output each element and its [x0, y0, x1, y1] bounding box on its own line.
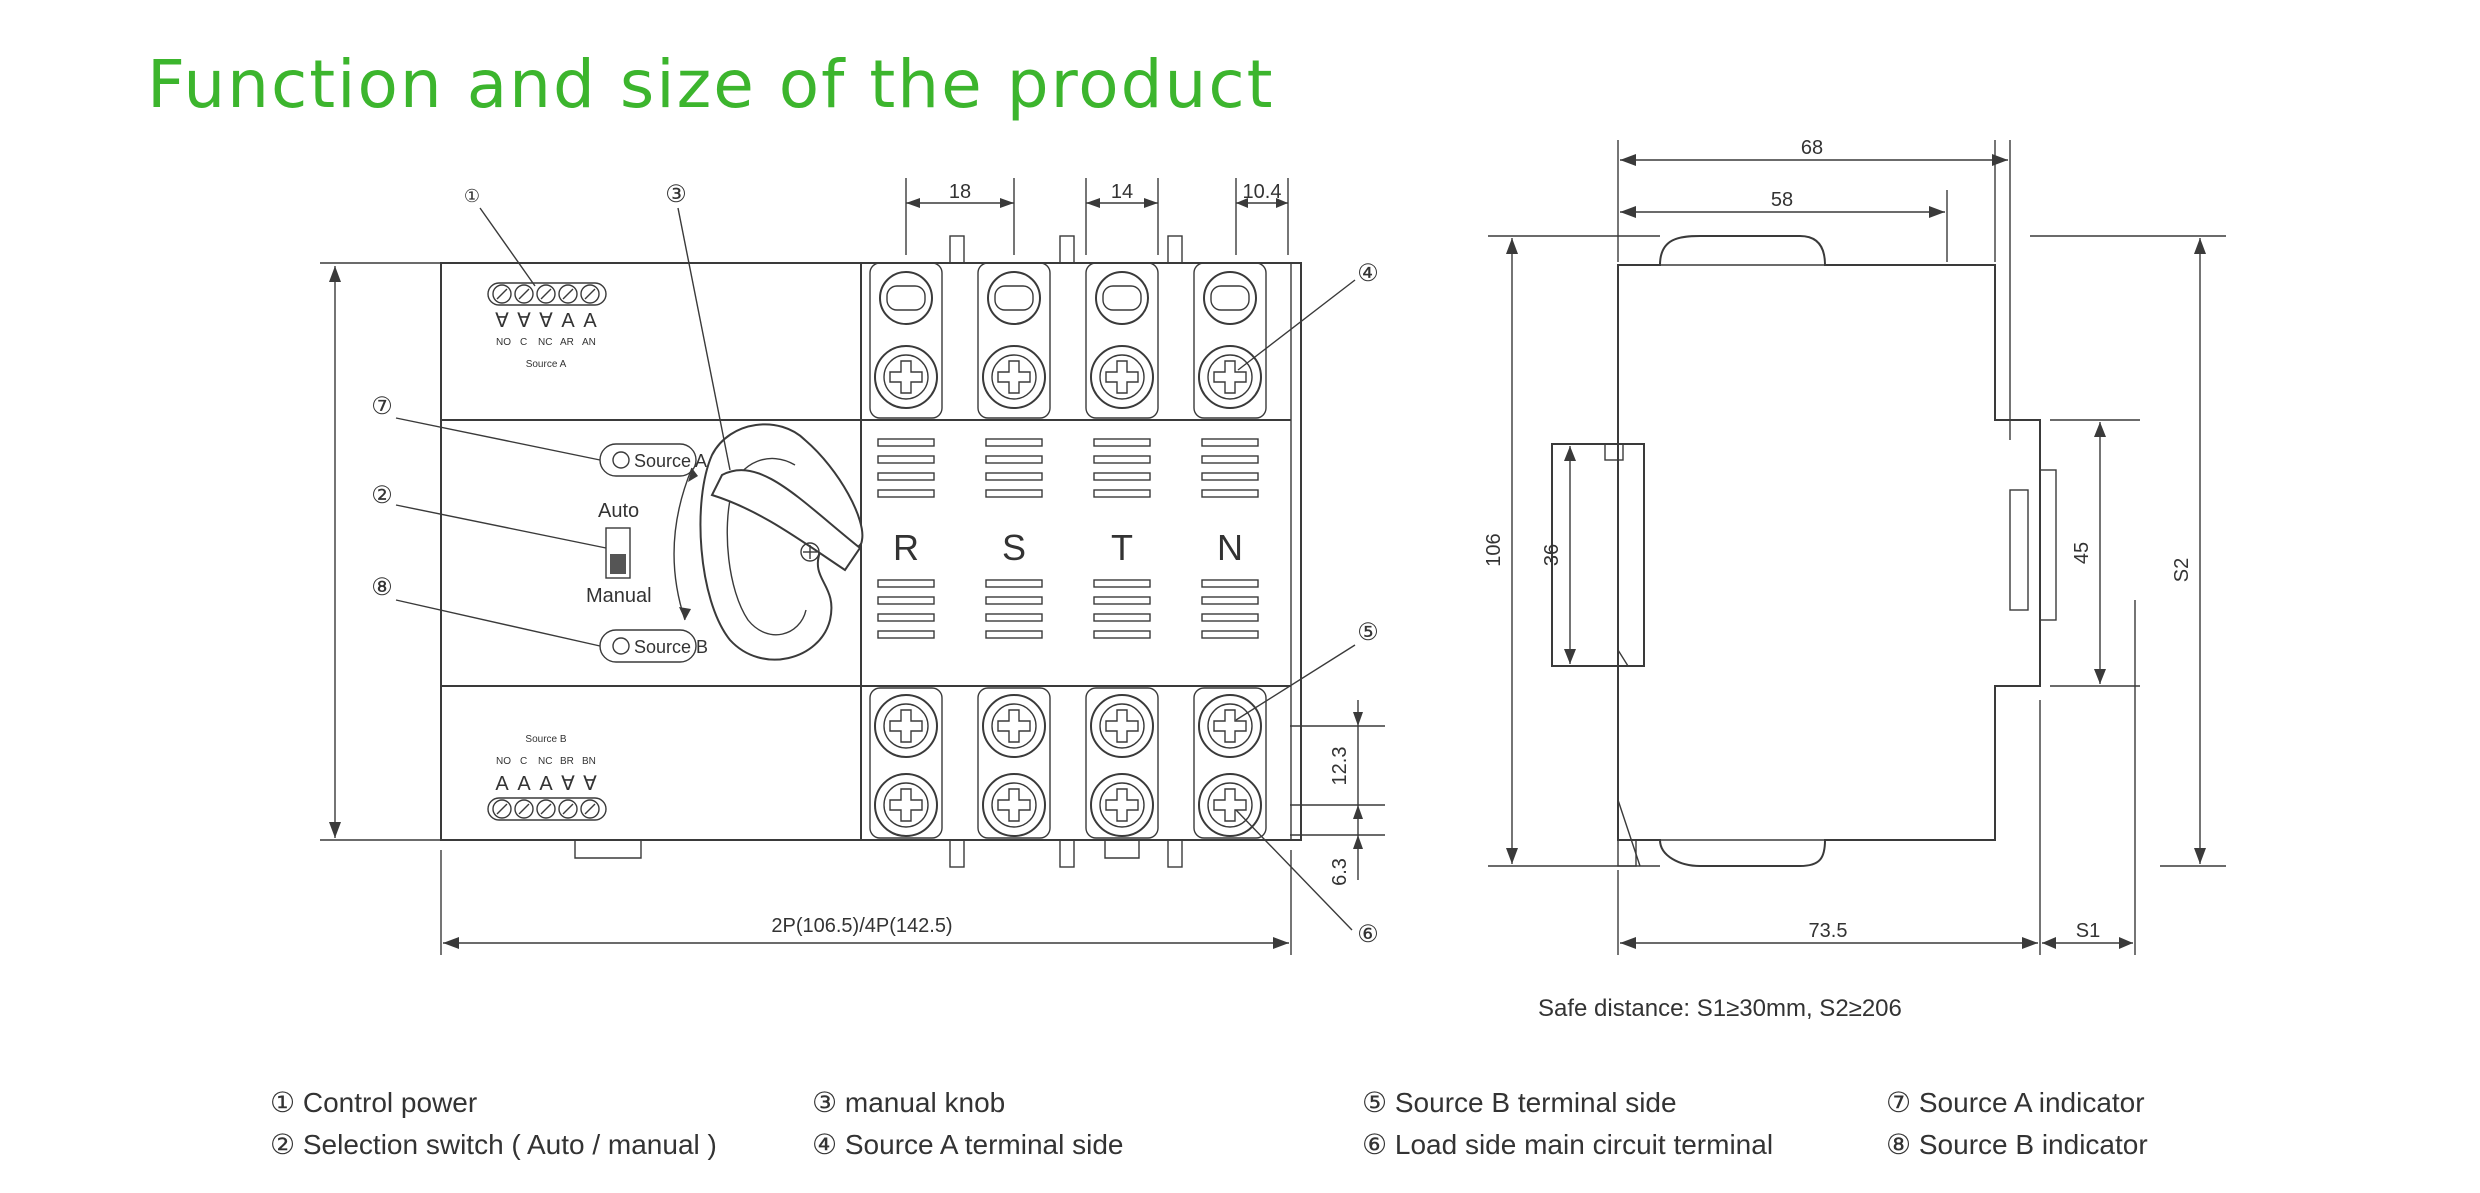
- svg-text:A: A: [495, 773, 509, 795]
- front-view: R S T N ∀: [320, 178, 1385, 955]
- phase-panel: R S T N: [877, 438, 1259, 639]
- svg-text:NC: NC: [538, 337, 552, 348]
- side-housing: [1617, 235, 2041, 867]
- svg-text:A: A: [561, 310, 575, 332]
- svg-text:∀: ∀: [539, 310, 553, 332]
- source-a-block-label: Source A: [526, 359, 567, 370]
- svg-text:A: A: [517, 773, 531, 795]
- svg-text:∀: ∀: [517, 310, 531, 332]
- legend-item-5: ⑤ Source B terminal side: [1362, 1087, 1677, 1118]
- source-a-control-block: ∀ ∀ ∀ A A NO C NC AR AN Source A: [487, 282, 607, 370]
- callout-7: ⑦: [371, 393, 393, 420]
- page-title: Function and size of the product: [147, 46, 1275, 123]
- legend-item-1: ① Control power: [270, 1087, 478, 1118]
- din-rail: [1551, 443, 1645, 667]
- svg-text:BN: BN: [582, 756, 596, 767]
- svg-text:AN: AN: [582, 337, 596, 348]
- callout-5: ⑤: [1357, 619, 1379, 646]
- source-b-indicator-label: Source B: [634, 637, 708, 657]
- svg-text:AR: AR: [560, 337, 574, 348]
- phase-r: R: [893, 527, 919, 568]
- callout-8: ⑧: [371, 574, 393, 601]
- dim-12-3: 12.3: [1329, 747, 1351, 786]
- svg-text:A: A: [539, 773, 553, 795]
- callout-1: ①: [464, 186, 480, 206]
- dim-18: 18: [949, 181, 971, 203]
- manual-knob: [699, 423, 864, 661]
- dim-6-3: 6.3: [1329, 858, 1351, 886]
- svg-text:∀: ∀: [561, 773, 575, 795]
- front-dimensions: 18 14 10.4 12.3 6.3 2P(106.5)/4P(142.5): [320, 178, 1385, 955]
- dim-36: 36: [1541, 544, 1563, 566]
- svg-text:NO: NO: [496, 756, 511, 767]
- front-callouts: ① ③ ④ ⑦ ② ⑧ ⑤ ⑥: [371, 181, 1379, 948]
- callout-4: ④: [1357, 260, 1379, 287]
- legend-item-3: ③ manual knob: [812, 1087, 1006, 1118]
- legend-item-2: ② Selection switch ( Auto / manual ): [270, 1129, 717, 1160]
- dim-106: 106: [1483, 533, 1505, 566]
- dim-45: 45: [2071, 542, 2093, 564]
- source-b-control-block: Source B NO C NC BR BN A A A ∀ ∀: [487, 734, 607, 821]
- front-housing: [440, 262, 1302, 841]
- dim-width: 2P(106.5)/4P(142.5): [771, 915, 952, 937]
- svg-text:∀: ∀: [583, 773, 597, 795]
- top-terminal-bank: [869, 235, 1267, 419]
- dim-14: 14: [1111, 181, 1133, 203]
- legend-item-4: ④ Source A terminal side: [812, 1129, 1124, 1160]
- callout-2: ②: [371, 482, 393, 509]
- selection-switch: [605, 527, 631, 579]
- legend-item-6: ⑥ Load side main circuit terminal: [1362, 1129, 1774, 1160]
- dim-s1: S1: [2076, 920, 2100, 942]
- legend-item-7: ⑦ Source A indicator: [1886, 1087, 2145, 1118]
- dim-10-4: 10.4: [1243, 181, 1282, 203]
- safe-distance-note: Safe distance: S1≥30mm, S2≥206: [1538, 995, 1902, 1022]
- svg-text:NO: NO: [496, 337, 511, 348]
- legend-item-8: ⑧ Source B indicator: [1886, 1129, 2148, 1160]
- svg-text:NC: NC: [538, 756, 552, 767]
- svg-text:C: C: [520, 337, 527, 348]
- phase-n: N: [1217, 527, 1243, 568]
- switch-auto-label: Auto: [598, 500, 639, 522]
- svg-text:A: A: [583, 310, 597, 332]
- dim-73-5: 73.5: [1809, 920, 1848, 942]
- side-dimensions: 68 58 106 36 45 S2: [1483, 137, 2226, 955]
- dim-68: 68: [1801, 137, 1823, 159]
- callout-6: ⑥: [1357, 921, 1379, 948]
- phase-t: T: [1111, 527, 1133, 568]
- svg-text:∀: ∀: [495, 310, 509, 332]
- svg-text:BR: BR: [560, 756, 574, 767]
- dim-s2: S2: [2171, 558, 2193, 582]
- phase-s: S: [1002, 527, 1026, 568]
- dim-58: 58: [1771, 189, 1793, 211]
- source-a-indicator-label: Source A: [634, 451, 707, 471]
- source-b-block-label: Source B: [525, 734, 566, 745]
- switch-manual-label: Manual: [586, 585, 652, 607]
- bottom-terminal-bank: [574, 687, 1267, 868]
- callout-3: ③: [665, 181, 687, 208]
- side-view: 68 58 106 36 45 S2: [1483, 137, 2226, 1022]
- svg-text:C: C: [520, 756, 527, 767]
